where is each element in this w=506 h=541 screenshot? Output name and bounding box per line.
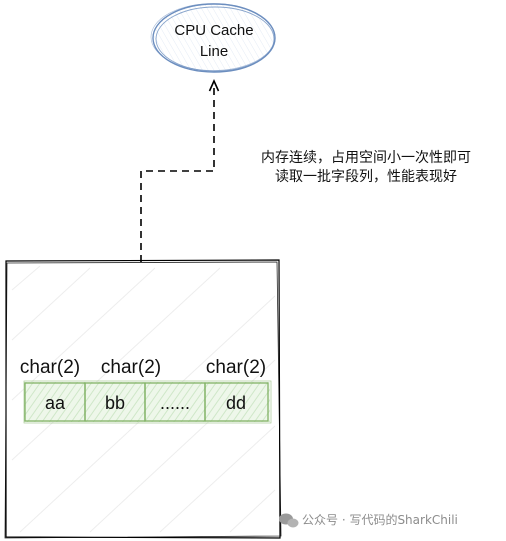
field-row: aa bb ...... dd: [23, 380, 272, 424]
annotation-line1: 内存连续，占用空间小一次性即可: [261, 149, 471, 166]
field-labels: char(2) char(2) char(2): [20, 357, 266, 378]
cell-value: dd: [226, 393, 246, 413]
watermark-text: 公众号 · 写代码的SharkChili: [302, 512, 458, 527]
watermark: 公众号 · 写代码的SharkChili: [279, 512, 458, 528]
annotation-line2: 读取一批字段列，性能表现好: [275, 168, 457, 185]
cell-value: bb: [105, 393, 125, 413]
cache-label-line2: Line: [200, 43, 228, 60]
arrowhead-icon: [208, 79, 220, 92]
annotation: 内存连续，占用空间小一次性即可 读取一批字段列，性能表现好: [261, 149, 471, 185]
cpu-cache-line-node: CPU Cache Line: [150, 3, 276, 73]
dashed-arrow-connector: [140, 79, 220, 262]
cell-value: aa: [45, 393, 66, 413]
field-label: char(2): [101, 357, 161, 378]
cache-label-line1: CPU Cache: [174, 22, 253, 39]
field-label: char(2): [20, 357, 80, 378]
cell-value: ......: [160, 393, 190, 413]
field-label: char(2): [206, 357, 266, 378]
cell: dd: [204, 382, 269, 422]
wechat-icon: [279, 513, 299, 528]
